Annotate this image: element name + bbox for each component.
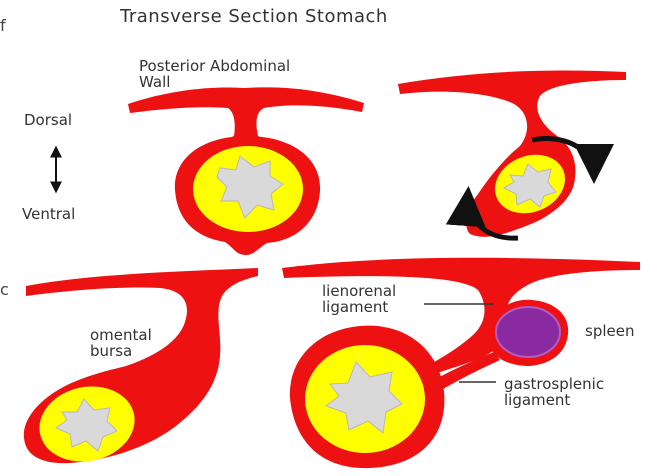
omental-label-line-2: bursa <box>90 343 152 359</box>
panel-rotation <box>398 71 626 239</box>
lienorenal-label-line-2: ligament <box>322 299 396 315</box>
posterior-abdominal-wall-label: Posterior Abdominal Wall <box>139 58 290 90</box>
gastrosplenic-ligament-label: gastrosplenic ligament <box>504 376 604 408</box>
posterior-label-line-1: Posterior Abdominal <box>139 58 290 74</box>
panel-omental-bursa <box>24 268 258 470</box>
lienorenal-ligament-label: lienorenal ligament <box>322 283 396 315</box>
clipped-left-top: f <box>0 16 6 35</box>
gastrosplenic-label-line-2: ligament <box>504 392 604 408</box>
gastrosplenic-label-line-1: gastrosplenic <box>504 376 604 392</box>
omental-bursa-label: omental bursa <box>90 327 152 359</box>
dorsal-label: Dorsal <box>24 112 72 128</box>
posterior-label-line-2: Wall <box>139 74 290 90</box>
ventral-label: Ventral <box>22 206 75 222</box>
rotating-mesentery <box>398 71 626 237</box>
panel-initial-position <box>128 87 364 255</box>
lienorenal-label-line-1: lienorenal <box>322 283 396 299</box>
dorsal-mesentery <box>128 87 364 143</box>
omental-label-line-1: omental <box>90 327 152 343</box>
spleen <box>496 307 560 357</box>
spleen-label: spleen <box>585 323 634 339</box>
diagram-title: Transverse Section Stomach <box>120 9 388 25</box>
clipped-left-mid: c <box>0 280 9 299</box>
